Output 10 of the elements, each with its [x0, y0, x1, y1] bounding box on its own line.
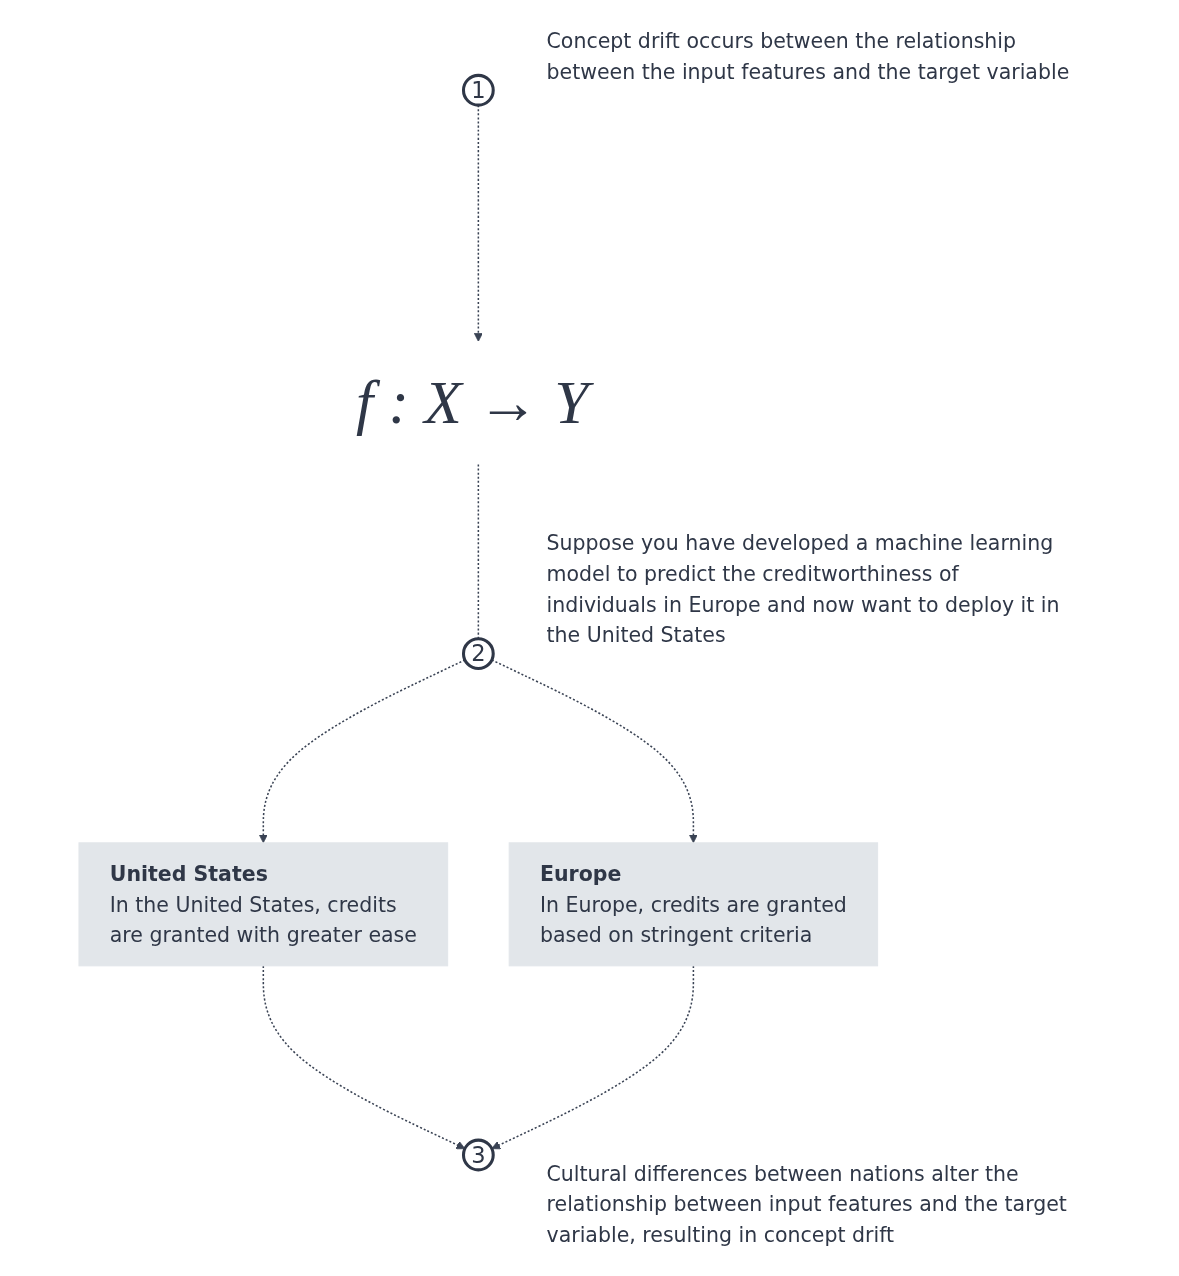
node-label: Cultural differences between nations alter the relationship between input features and the target variable, resulting in concept drift	[546, 1161, 1067, 1248]
node-circle: 1	[461, 73, 495, 107]
node-box: United States In the United States, credits are granted with greater ease	[78, 842, 449, 967]
node-box: Europe In Europe, credits are granted based on stringent criteria	[508, 842, 879, 967]
node-label: Concept drift occurs between the relationship between the input features and the target variable	[546, 28, 1070, 85]
arrow	[491, 965, 695, 1150]
node-circle: 2	[461, 637, 495, 671]
node-label: Suppose you have developed a machine learning model to predict the creditworthiness of individuals in Europe and now want to deploy it in the United States	[546, 530, 1060, 648]
arrow	[262, 965, 466, 1150]
node-circle: 3	[461, 1138, 495, 1172]
